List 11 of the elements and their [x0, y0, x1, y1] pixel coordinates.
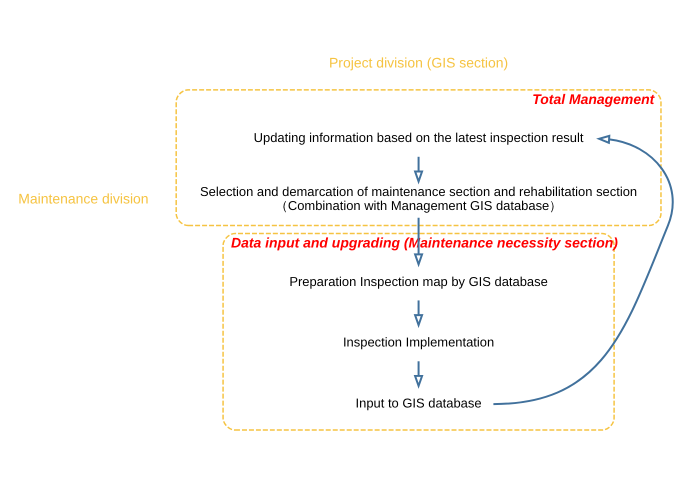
node-text: Preparation Inspection map by GIS database [289, 274, 548, 289]
arrow [414, 300, 424, 328]
node-text: Input to GIS database [356, 395, 482, 410]
arrow [493, 134, 674, 406]
arrow [414, 156, 424, 184]
node-text: Updating information based on the latest inspection result [254, 130, 584, 146]
label: Maintenance division [18, 190, 149, 206]
node-text: Inspection Implementation [342, 334, 494, 350]
label: Project division (GIS section) [329, 54, 508, 71]
node-text: Selection and demarcation of maintenance section and rehabilitation section （Combination with Management GIS database） [200, 184, 638, 213]
arrow [414, 361, 424, 389]
